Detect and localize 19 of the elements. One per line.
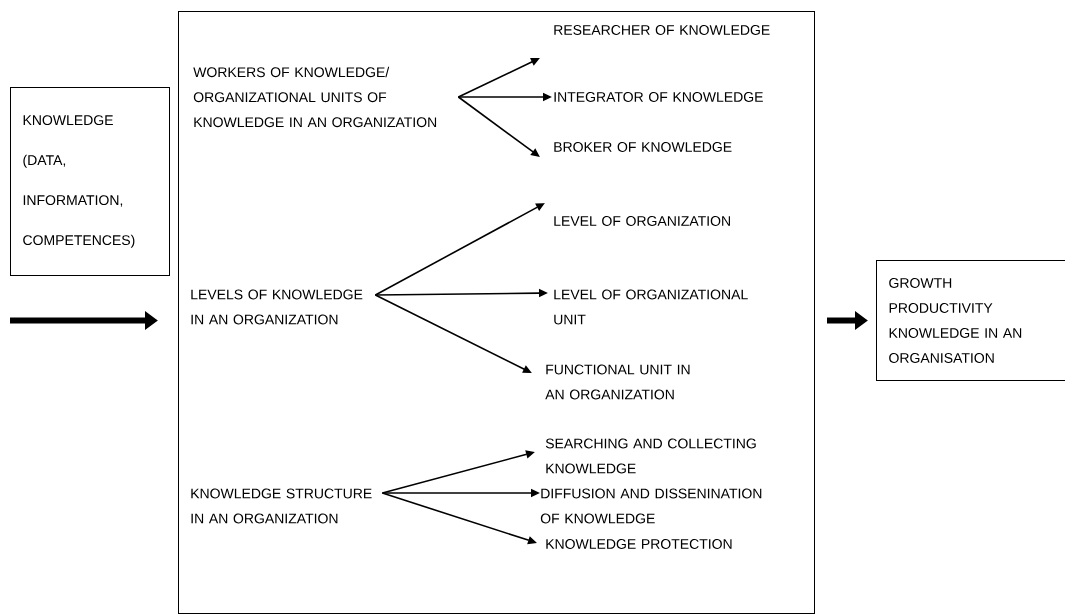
text-label: WORKERS OF KNOWLEDGE/ ORGANIZATIONAL UNITS OF KNOWLEDGE IN AN ORGANIZATION [193,66,437,128]
arrow [457,96,540,157]
text-label: BROKER OF KNOWLEDGE [554,142,732,152]
text-label: FUNCTIONAL UNIT IN AN ORGANIZATION [545,364,690,400]
text-label: KNOWLEDGE PROTECTION [546,539,732,549]
result-box: GROWTH PRODUCTIVITY KNOWLEDGE IN AN ORGANISATION [876,260,1065,381]
arrow [374,203,545,296]
text-label: LEVELS OF KNOWLEDGE IN AN ORGANIZATION [191,289,363,325]
text-label: DIFFUSION AND DISSENINATION OF KNOWLEDGE [540,488,762,524]
arrow [374,294,532,373]
text-label: RESEARCHER OF KNOWLEDGE [554,25,770,35]
frame-box [178,11,815,614]
arrow [457,58,540,98]
text-label: SEARCHING AND COLLECTING KNOWLEDGE [545,438,756,474]
text-label: INTEGRATOR OF KNOWLEDGE [554,92,763,102]
knowledge-box: KNOWLEDGE (DATA, INFORMATION, COMPETENCES) [10,87,170,276]
text-label: KNOWLEDGE STRUCTURE IN AN ORGANIZATION [191,488,372,524]
text-label: LEVEL OF ORGANIZATION [554,216,730,226]
text-label: LEVEL OF ORGANIZATIONAL UNIT [554,289,748,325]
